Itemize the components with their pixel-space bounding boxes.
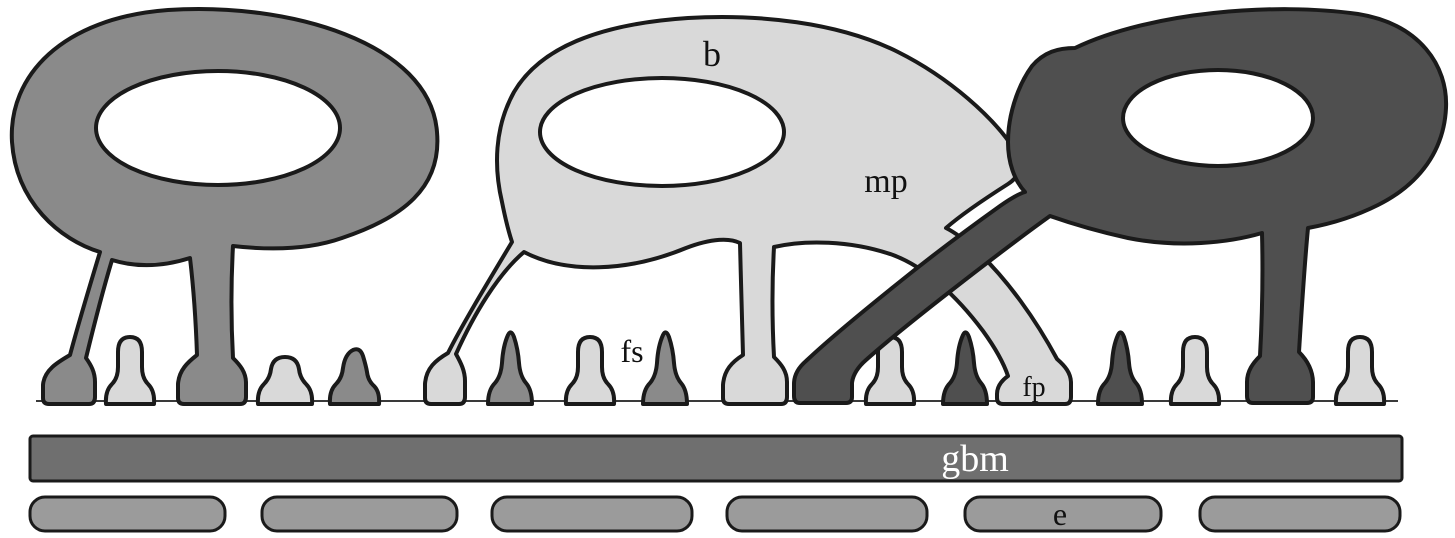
- label-endothelium: e: [1053, 496, 1067, 532]
- label-foot-process: fp: [1022, 372, 1045, 403]
- endothelial-cell: [1198, 495, 1402, 533]
- podocyte-left-body: [9, 7, 440, 406]
- endothelial-cell: [28, 495, 227, 533]
- foot-process: [1096, 330, 1144, 406]
- foot-process: [486, 330, 534, 406]
- foot-process: [255, 355, 315, 406]
- podocyte-middle-body: [423, 15, 1073, 406]
- endothelial-cell: [490, 495, 694, 533]
- foot-process: [1168, 335, 1222, 406]
- nucleus-right: [1121, 68, 1315, 168]
- gbm-bar: [28, 434, 1404, 483]
- label-filtration-slit: fs: [620, 333, 643, 369]
- foot-process: [941, 330, 989, 406]
- foot-process: [563, 335, 617, 406]
- label-cell-body: b: [703, 34, 721, 74]
- foot-process: [1333, 335, 1387, 406]
- endothelial-cell: [260, 495, 459, 533]
- nucleus-middle: [538, 76, 786, 188]
- endothelial-cell: [963, 495, 1163, 533]
- label-major-process: mp: [864, 163, 907, 200]
- nucleus-left: [94, 69, 342, 187]
- label-gbm: gbm: [941, 438, 1009, 480]
- foot-process: [327, 347, 382, 406]
- foot-process: [103, 335, 157, 406]
- endothelial-cell: [725, 495, 929, 533]
- foot-process: [641, 330, 689, 406]
